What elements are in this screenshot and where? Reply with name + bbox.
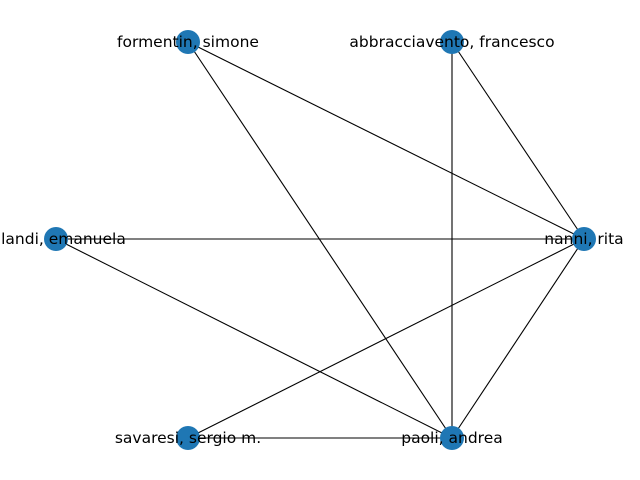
node-label-nanni: nanni, rita (544, 230, 623, 248)
edge-abbracciavento-nanni (451, 41, 585, 240)
node-label-abbracciavento: abbracciavento, francesco (349, 33, 554, 51)
labels-layer: formentin, simone abbracciavento, frances… (0, 33, 624, 447)
node-paoli (440, 426, 464, 450)
edge-nanni-savaresi (187, 238, 585, 439)
nodes-layer (44, 30, 596, 450)
node-formentin (176, 30, 200, 54)
node-nanni (572, 227, 596, 251)
edge-formentin-nanni (187, 41, 585, 240)
node-label-falandi: falandi, emanuela (0, 230, 126, 248)
node-label-formentin: formentin, simone (117, 33, 259, 51)
node-label-savaresi: savaresi, sergio m. (115, 429, 261, 447)
edge-falandi-paoli (55, 238, 453, 439)
edge-nanni-paoli (451, 238, 585, 439)
node-abbracciavento (440, 30, 464, 54)
edges-layer (55, 41, 585, 439)
node-falandi (44, 227, 68, 251)
node-label-paoli: paoli, andrea (401, 429, 503, 447)
node-savaresi (176, 426, 200, 450)
edge-formentin-paoli (187, 41, 453, 439)
